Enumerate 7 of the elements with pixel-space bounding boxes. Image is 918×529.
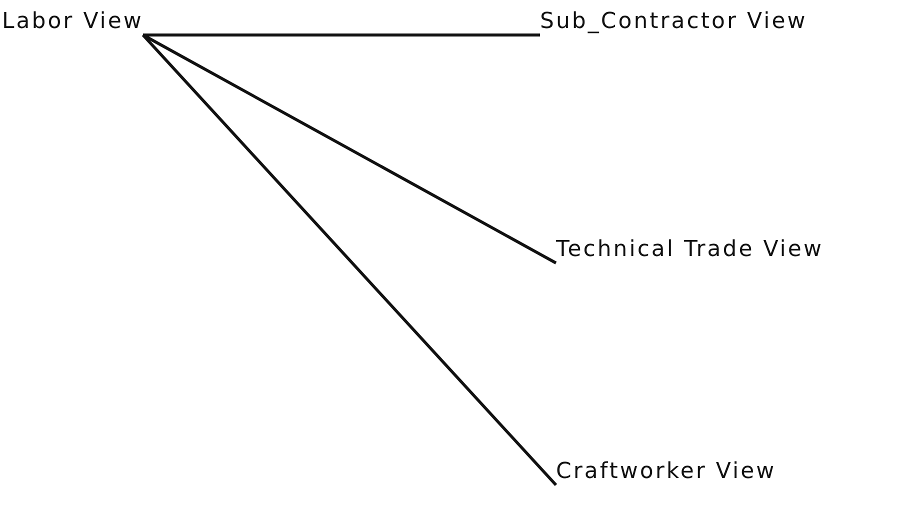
connector-line	[142, 34, 557, 264]
connector-line	[142, 34, 558, 486]
node-label: Craftworker View	[556, 458, 776, 486]
connector-line	[143, 34, 540, 36]
node-label: Technical Trade View	[556, 236, 824, 264]
node-label: Sub_Contractor View	[540, 8, 808, 36]
node-label: Labor View	[2, 8, 144, 36]
